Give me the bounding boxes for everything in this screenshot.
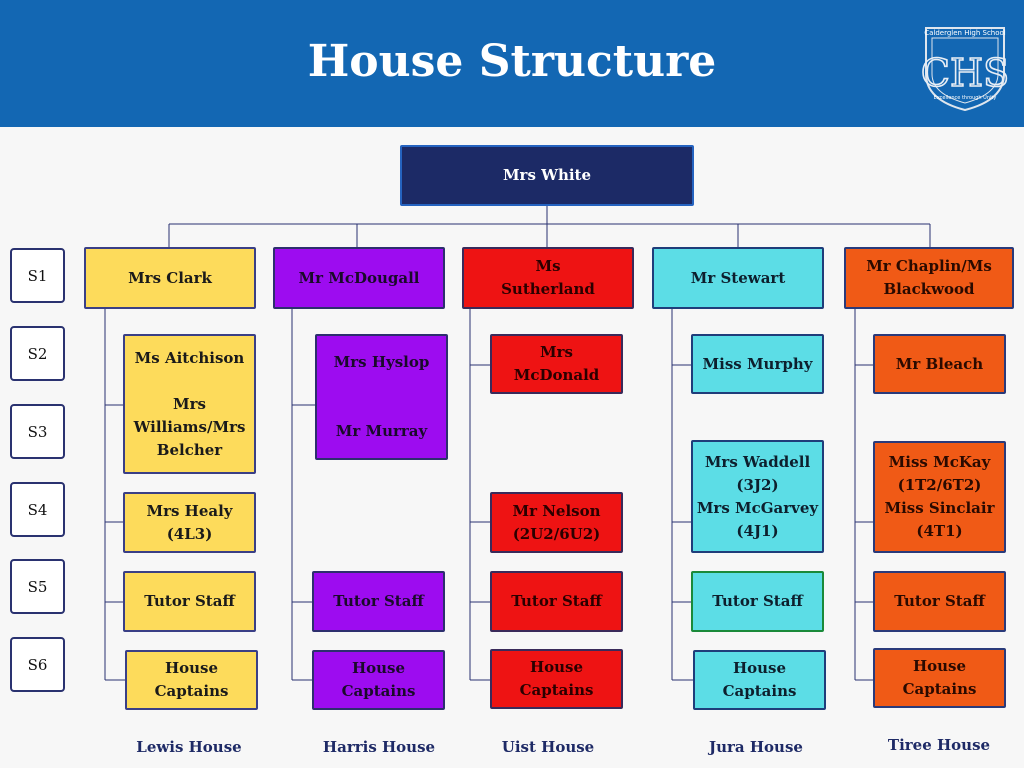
house-captains-box: House Captains [312,650,445,710]
year-label-s3: S3 [10,404,65,459]
staff-box: Miss McKay (1T2/6T2) Miss Sinclair (4T1) [873,441,1006,553]
house-name-label: Lewis House [136,738,242,756]
house-captains-box: House Captains [490,649,623,709]
staff-box: Ms Aitchison Mrs Williams/Mrs Belcher [123,334,256,474]
tutor-staff-box: Tutor Staff [490,571,623,632]
staff-box: Mr Nelson (2U2/6U2) [490,492,623,553]
page-title: House Structure [307,36,717,87]
house-captains-box: House Captains [873,648,1006,708]
logo-school-name: Calderglen High School [924,29,1006,37]
house-name-label: Tiree House [887,736,991,754]
logo-monogram: CHS [922,51,1008,95]
tutor-staff-box: Tutor Staff [123,571,256,632]
staff-box: Mrs Hyslop Mr Murray [315,334,448,460]
year-label-s2: S2 [10,326,65,381]
staff-box: Miss Murphy [691,334,824,394]
tutor-staff-box: Tutor Staff [691,571,824,632]
house-name-label: Jura House [709,738,803,756]
staff-box: Mrs McDonald [490,334,623,394]
school-logo: CHS Calderglen High School Excellence th… [920,26,1010,112]
house-name-label: Uist House [501,738,595,756]
head-of-houses-name: Mrs White [502,166,592,184]
house-head-box: Mr Chaplin/Ms Blackwood [844,247,1014,309]
year-label-s4: S4 [10,482,65,537]
head-of-houses-box: Mrs White [400,145,694,206]
shield-icon: CHS [920,27,1010,112]
logo-motto: Excellence through Unity [933,95,997,101]
house-head-box: Ms Sutherland [462,247,634,309]
staff-box: Mrs Healy (4L3) [123,492,256,553]
house-head-box: Mrs Clark [84,247,256,309]
house-head-box: Mr Stewart [652,247,824,309]
staff-box: Mrs Waddell (3J2) Mrs McGarvey (4J1) [691,440,824,553]
header-banner: House Structure CHS Calderglen High Scho… [0,0,1024,127]
year-label-s1: S1 [10,248,65,303]
house-head-box: Mr McDougall [273,247,445,309]
tutor-staff-box: Tutor Staff [873,571,1006,632]
tutor-staff-box: Tutor Staff [312,571,445,632]
year-label-s5: S5 [10,559,65,614]
house-captains-box: House Captains [125,650,258,710]
house-name-label: Harris House [322,738,436,756]
staff-box: Mr Bleach [873,334,1006,394]
year-label-s6: S6 [10,637,65,692]
house-captains-box: House Captains [693,650,826,710]
